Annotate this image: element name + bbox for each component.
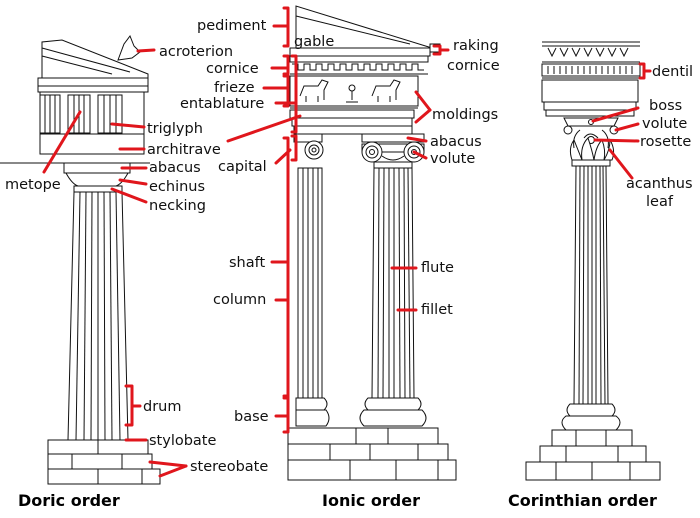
label-pediment: pediment	[197, 18, 267, 34]
triglyphs	[39, 94, 123, 134]
doric-architrave	[39, 133, 145, 155]
label-cornice: cornice	[206, 61, 259, 77]
label-dentil: dentil	[652, 64, 693, 80]
doric-order-drawing	[0, 34, 161, 485]
doric-abacus	[63, 162, 131, 174]
label-triglyph: triglyph	[147, 121, 203, 137]
corinthian-base-top	[566, 403, 616, 417]
corinthian-flutes	[578, 165, 606, 405]
title-corinthian-order: Corinthian order	[508, 491, 657, 510]
label-echinus: echinus	[149, 179, 205, 195]
doric-cornice	[37, 77, 149, 87]
ionic-dentils	[292, 63, 424, 71]
corinthian-frieze	[541, 79, 639, 103]
label-acroterion: acroterion	[159, 44, 233, 60]
label-abacus-doric: abacus	[149, 160, 201, 176]
ionic-frieze	[289, 75, 419, 107]
ionic-abacus	[361, 133, 425, 143]
doric-pointers	[42, 48, 188, 478]
title-ionic-order: Ionic order	[322, 491, 420, 510]
corinthian-pointers	[591, 62, 652, 180]
ionic-pointers	[226, 6, 450, 434]
label-flute: flute	[421, 260, 454, 276]
label-architrave: architrave	[147, 142, 221, 158]
doric-flutes	[75, 191, 121, 441]
title-doric-order: Doric order	[18, 491, 120, 510]
ionic-stylobate	[287, 427, 439, 445]
ionic-left-capital	[293, 133, 324, 160]
label-capital: capital	[218, 159, 267, 175]
doric-pediment-corner	[41, 39, 149, 79]
frieze-horses	[299, 79, 401, 103]
label-fillet: fillet	[421, 302, 453, 318]
corinthian-step-2	[539, 445, 647, 463]
label-gable: gable	[294, 34, 334, 50]
label-raking-line2: cornice	[447, 58, 500, 74]
label-metope: metope	[5, 177, 61, 193]
corinthian-base-bottom	[561, 415, 621, 431]
ionic-base-torus-bottom	[359, 409, 427, 427]
label-stereobate: stereobate	[190, 459, 268, 475]
label-acanthus-line1: acanthus	[626, 176, 693, 192]
label-entablature: entablature	[180, 96, 264, 112]
ionic-order-drawing	[287, 5, 457, 481]
corinthian-stylobate	[551, 429, 633, 447]
corinthian-dentils	[547, 66, 633, 74]
corinthian-step-3	[525, 461, 661, 481]
label-column: column	[213, 292, 266, 308]
doric-stereobate-step1	[47, 453, 153, 470]
ionic-step-2	[287, 443, 449, 461]
ionic-architrave	[289, 109, 415, 119]
label-acanthus-line2: leaf	[646, 194, 674, 210]
label-volute-ionic: volute	[430, 151, 475, 167]
acroterion-ornament	[117, 34, 141, 61]
label-stylobate: stylobate	[149, 433, 216, 449]
label-drum: drum	[143, 399, 181, 415]
label-abacus-ionic: abacus	[430, 134, 482, 150]
label-frieze: frieze	[214, 80, 255, 96]
ionic-left-shaft	[295, 167, 330, 427]
label-rosette: rosette	[640, 134, 691, 150]
label-base: base	[234, 409, 269, 425]
ionic-base-torus-top	[364, 397, 422, 411]
label-necking: necking	[149, 198, 206, 214]
ionic-volute-left	[361, 141, 383, 163]
corinthian-order-drawing	[525, 41, 661, 481]
ionic-step-3	[287, 459, 457, 481]
ionic-right-shaft	[359, 167, 427, 427]
corinthian-dentil-band	[541, 63, 641, 77]
label-raking-line1: raking	[453, 38, 499, 54]
label-shaft: shaft	[229, 255, 265, 271]
doric-stereobate-step2	[47, 468, 161, 485]
corinthian-capital	[563, 117, 619, 167]
label-boss: boss	[649, 98, 682, 114]
ionic-right-capital	[361, 133, 425, 169]
corinthian-volute-left	[563, 125, 573, 135]
label-moldings: moldings	[432, 107, 498, 123]
label-volute-corinthian: volute	[642, 116, 687, 132]
